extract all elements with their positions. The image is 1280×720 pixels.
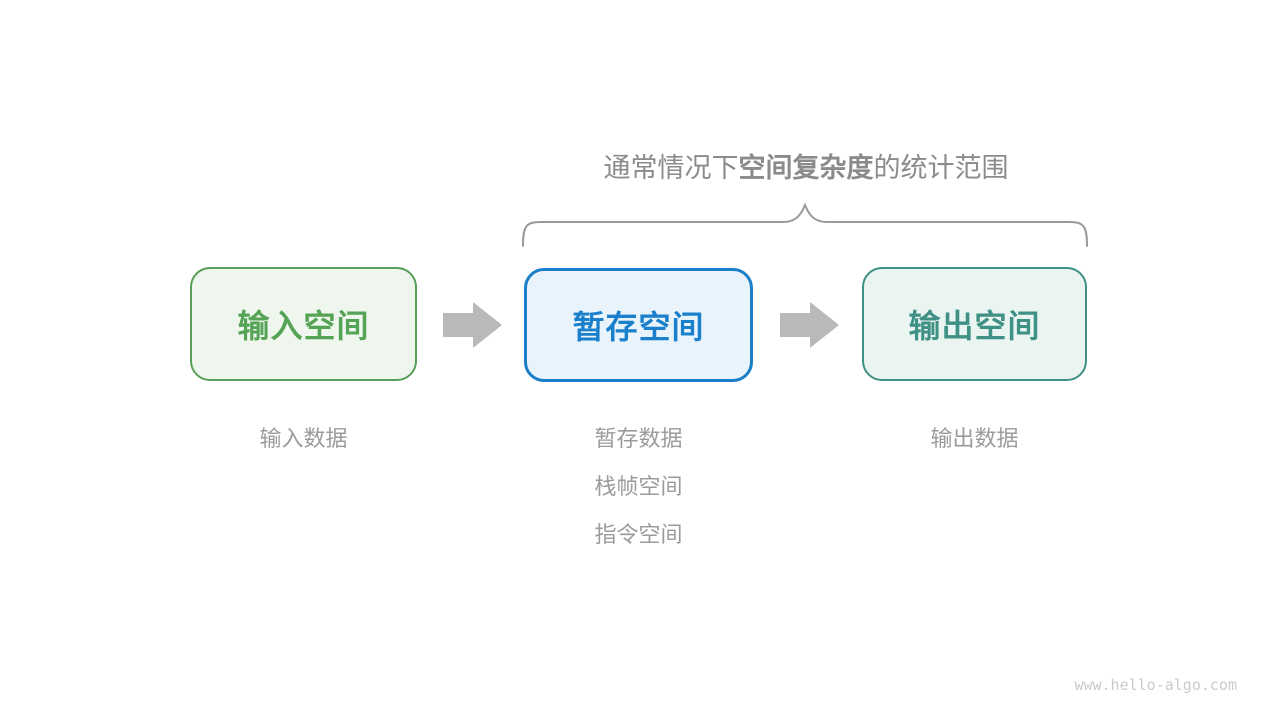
curly-brace-icon [522, 202, 1088, 247]
arrow-right-icon [443, 302, 502, 348]
diagram-title: 通常情况下空间复杂度的统计范围 [522, 146, 1090, 185]
arrow-right-icon [780, 302, 839, 348]
title-highlight: 空间复杂度 [738, 153, 874, 183]
caption-instruction-space: 指令空间 [594, 522, 683, 547]
title-prefix: 通常情况下 [603, 153, 739, 183]
title-suffix: 的统计范围 [873, 153, 1009, 183]
box-input-space: 输入空间 [190, 267, 417, 381]
box-temp-space: 暂存空间 [524, 268, 753, 382]
caption-stack-frame-space: 栈帧空间 [594, 474, 683, 499]
caption-temp-data: 暂存数据 [594, 426, 683, 451]
box-temp-space-label: 暂存空间 [572, 309, 705, 345]
box-output-space-label: 输出空间 [908, 308, 1041, 344]
caption-output-data: 输出数据 [930, 426, 1019, 451]
caption-temp-list: 暂存数据 栈帧空间 指令空间 [524, 415, 753, 559]
watermark: www.hello-algo.com [1074, 676, 1237, 694]
caption-input-data: 输入数据 [259, 426, 348, 451]
box-input-space-label: 输入空间 [237, 308, 370, 344]
box-output-space: 输出空间 [862, 267, 1087, 381]
